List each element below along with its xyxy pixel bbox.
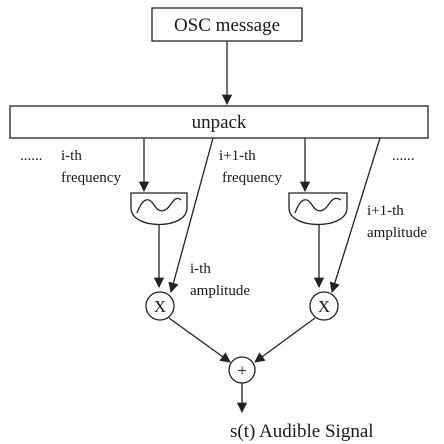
adder-node: + [228,356,256,384]
dots-right: ...... [392,148,415,164]
mult-left-to-adder-arrow [168,317,231,363]
amp-i-label-line2: amplitude [190,283,250,299]
amp-i-label-line1: i-th [190,261,211,277]
amp-i1-label-line1: i+1-th [367,203,404,219]
multiplier-left-symbol: X [154,297,166,316]
amp-i1-label-line2: amplitude [367,225,427,241]
adder-symbol: + [237,361,247,380]
mult-right-to-adder-arrow [254,317,316,363]
sine-wave-icon [136,197,182,214]
oscillator-left [130,192,188,226]
amp-i-arrow [168,137,214,294]
osc-message-label: OSC message [174,15,280,36]
freq-i-label-line2: frequency [61,170,121,186]
unpack-node: unpack [9,105,429,139]
freq-i1-label-line2: frequency [222,170,282,186]
output-label: s(t) Audible Signal [230,421,374,442]
sine-wave-icon [294,197,342,214]
dots-left: ...... [20,148,43,164]
osc-message-node: OSC message [151,7,303,42]
oscillator-right [288,192,348,226]
freq-i-label-line1: i-th [61,148,82,164]
freq-i1-label-line1: i+1-th [219,148,256,164]
multiplier-right-symbol: X [318,297,330,316]
multiplier-right: X [309,291,339,321]
multiplier-left: X [145,291,175,321]
amp-i1-arrow [329,137,381,293]
unpack-label: unpack [192,112,247,133]
